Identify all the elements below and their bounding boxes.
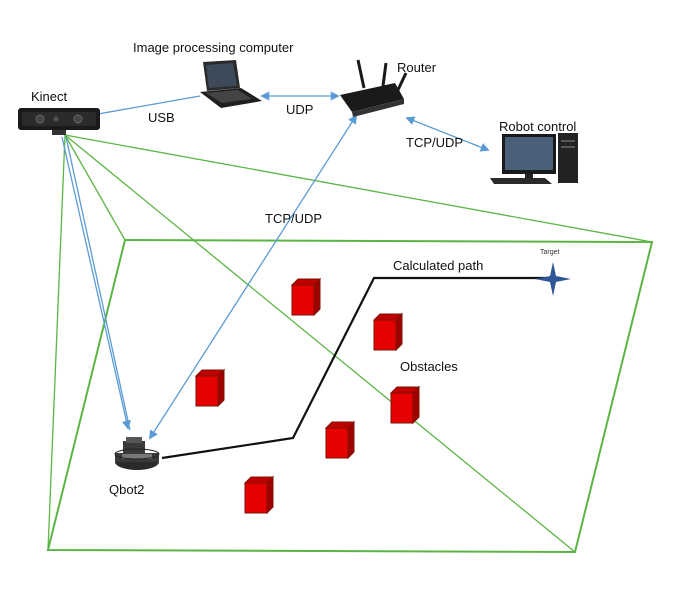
red-cube-icon xyxy=(373,313,403,351)
target-label: Target xyxy=(540,249,560,256)
udp-label: UDP xyxy=(286,102,313,117)
wifi-router-icon xyxy=(340,59,408,117)
desktop-computer-icon xyxy=(490,133,578,184)
field-outline xyxy=(46,238,654,554)
red-cube-icon xyxy=(291,278,321,316)
qbot-robot-icon xyxy=(114,437,160,470)
router-label: Router xyxy=(397,60,437,75)
four-point-star-icon xyxy=(535,262,571,296)
router-robot-link xyxy=(405,116,490,152)
image-processing-computer-label: Image processing computer xyxy=(133,40,294,55)
laptop-icon xyxy=(200,60,262,108)
router-robot-protocol-label: TCP/UDP xyxy=(406,135,463,150)
kinect-label: Kinect xyxy=(31,89,68,104)
red-cube-icon xyxy=(195,369,225,407)
red-cube-icon xyxy=(244,476,274,514)
calculated-path xyxy=(161,276,552,460)
kinect-sensor-icon xyxy=(18,108,100,135)
robot-control-label: Robot control xyxy=(499,119,576,134)
red-cube-icon xyxy=(325,421,355,459)
red-cube-icon xyxy=(390,386,420,424)
usb-label: USB xyxy=(148,110,175,125)
router-qbot-link xyxy=(149,114,357,440)
usb-link xyxy=(97,95,201,115)
calculated-path-label: Calculated path xyxy=(393,258,483,273)
qbot-protocol-label: TCP/UDP xyxy=(265,211,322,226)
kinect-qbot-link-b xyxy=(65,136,131,431)
qbot2-label: Qbot2 xyxy=(109,482,144,497)
kinect-qbot-link-a xyxy=(61,136,131,430)
obstacles-label: Obstacles xyxy=(400,359,458,374)
communication-links xyxy=(61,91,490,440)
